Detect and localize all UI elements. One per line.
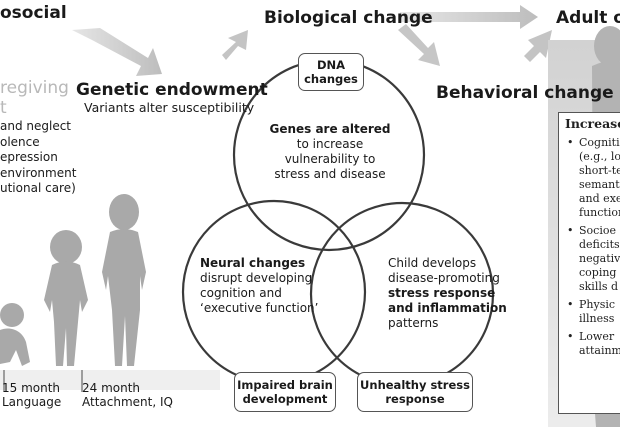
outcome-line: semant [579, 178, 620, 191]
neural-changes-text: Neural changes disrupt developing cognit… [200, 256, 328, 316]
arrow-behavioral-to-adult [524, 30, 552, 62]
outcome-attainment: Lower attainm [565, 330, 620, 358]
age-24-month-label: Attachment, IQ [82, 395, 173, 409]
adversity-item: and neglect [0, 119, 72, 133]
genetic-endowment-title: Genetic endowment [76, 80, 268, 100]
outcome-line: illness [579, 312, 615, 325]
arrow-biological-to-adult [400, 5, 538, 29]
unhealthy-stress-box: Unhealthy stress response [357, 372, 473, 412]
outcomes-panel: Increase Cogniti (e.g., lo short-te sema… [558, 112, 620, 414]
genes-altered-bold: Genes are altered [269, 122, 391, 136]
adversity-item: environment [0, 165, 77, 180]
outcome-line: and exe [579, 192, 620, 205]
genes-altered-rest: to increase vulnerability to stress and … [274, 137, 386, 181]
arrow-genetic-to-biological [222, 30, 248, 60]
outcome-socioemotional: Socioe deficits negativ coping skills d [565, 224, 620, 294]
baby-silhouette [0, 303, 30, 366]
header-adult-outcomes: Adult ou [556, 8, 620, 28]
outcome-line: Lower [579, 330, 615, 343]
adversity-list: and neglect olence epression environment… [0, 119, 76, 197]
outcome-line: Cogniti [579, 136, 620, 149]
neural-changes-bold: Neural changes [200, 256, 306, 270]
outcome-line: skills d [579, 280, 619, 293]
neural-changes-rest: disrupt developing cognition and ‘execut… [200, 271, 319, 315]
header-biological-change: Biological change [264, 8, 433, 28]
outcome-line: (e.g., lo [579, 150, 620, 163]
toddler-silhouette [44, 230, 88, 366]
outcome-line: Socioe [579, 224, 616, 237]
header-behavioral-change: Behavioral change [436, 83, 614, 103]
adversity-item: utional care) [0, 181, 76, 195]
outcome-line: deficits [579, 238, 620, 251]
outcome-cognitive: Cogniti (e.g., lo short-te semant and ex… [565, 136, 620, 220]
arrow-psychosocial-to-genetic [72, 28, 162, 76]
outcomes-heading: Increase [565, 116, 620, 131]
age-15-month: 15 month Language [2, 381, 61, 409]
stress-response-tail: patterns [388, 316, 439, 330]
adversity-item: olence [0, 134, 40, 149]
age-24-month: 24 month Attachment, IQ [82, 381, 173, 409]
outcome-line: short-te [579, 164, 620, 177]
age-15-month-age: 15 month [2, 381, 61, 395]
faded-caregiving: regiving [0, 78, 69, 98]
outcome-line: function [579, 206, 620, 219]
genes-altered-text: Genes are altered to increase vulnerabil… [268, 122, 392, 182]
age-15-month-label: Language [2, 395, 62, 409]
dna-changes-box: DNA changes [298, 53, 364, 91]
stress-response-bold: stress response and inflammation [388, 286, 507, 315]
outcome-physical: Physic illness [565, 298, 620, 326]
impaired-brain-box: Impaired brain development [234, 372, 336, 412]
outcomes-list: Increase Cogniti (e.g., lo short-te sema… [559, 113, 620, 358]
outcome-line: Physic [579, 298, 616, 311]
arrow-biological-to-behavioral [398, 24, 440, 66]
stress-response-text: Child develops disease-promoting stress … [388, 256, 508, 331]
ground-shadow [0, 370, 220, 390]
child-silhouette [102, 194, 146, 366]
faded-line2: t [0, 98, 7, 118]
outcome-line: negativ [579, 252, 620, 265]
adversity-item: epression [0, 150, 58, 164]
stress-response-plain: Child develops disease-promoting [388, 256, 500, 285]
header-psychosocial: osocial [0, 3, 67, 23]
age-24-month-age: 24 month [82, 381, 141, 395]
outcome-line: attainm [579, 344, 620, 357]
outcome-line: coping [579, 266, 617, 279]
genetic-endowment-subtitle: Variants alter susceptibility [84, 100, 255, 115]
